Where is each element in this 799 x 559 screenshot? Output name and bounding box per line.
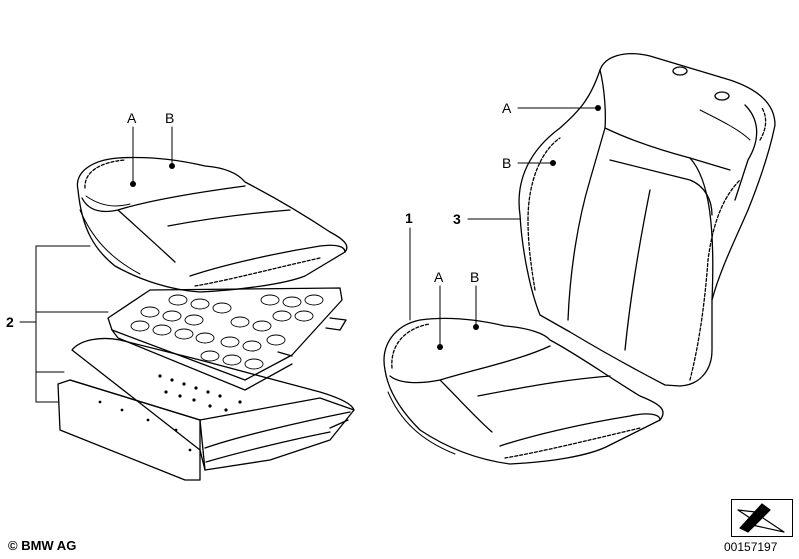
arrow-icon — [737, 503, 785, 533]
seat-base-left — [57, 337, 355, 481]
seat-cover-right — [383, 317, 664, 465]
callout-item-3: 3 — [453, 211, 461, 227]
document-number: 00157197 — [724, 540, 778, 554]
callout-item-1: 1 — [405, 210, 413, 226]
orientation-box — [731, 499, 793, 537]
leader-lines — [19, 107, 598, 403]
seat-pad-left — [107, 287, 347, 391]
callout-seat-left-b: B — [165, 110, 175, 126]
callout-back-b: B — [502, 155, 512, 171]
copyright-text: © BMW AG — [8, 538, 77, 553]
callout-seat-right-a: A — [434, 269, 444, 285]
callout-seat-right-b: B — [470, 269, 480, 285]
callout-back-a: A — [502, 100, 512, 116]
seat-cover-left — [76, 156, 348, 293]
seat-backrest — [518, 53, 776, 387]
callout-item-2: 2 — [6, 314, 14, 330]
leader-dots — [130, 105, 601, 350]
callout-seat-left-a: A — [127, 110, 137, 126]
